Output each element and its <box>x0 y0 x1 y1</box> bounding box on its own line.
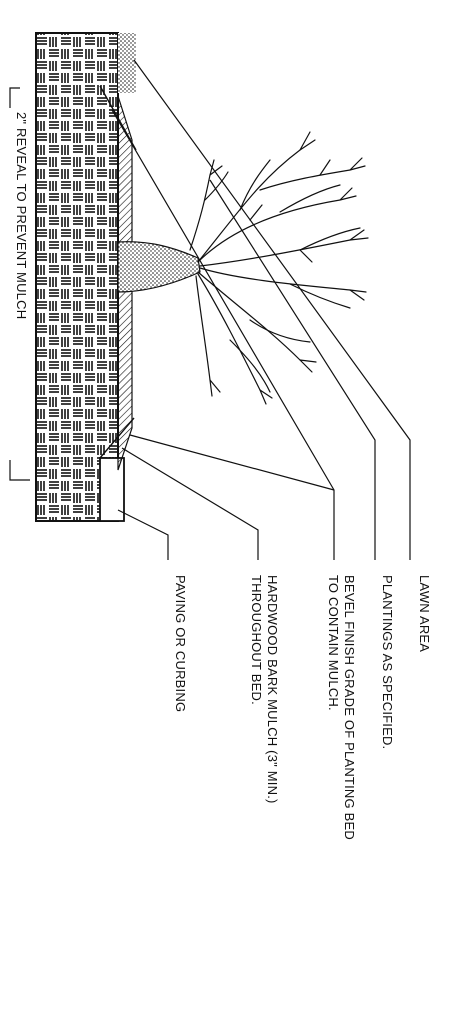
shrub-branches <box>189 131 369 405</box>
reveal-bracket-top <box>9 87 20 108</box>
leader-plantings <box>209 179 376 560</box>
callout-paving: PAVING OR CURBING <box>173 575 188 712</box>
callout-bevel-line2: TO CONTAIN MULCH. <box>326 575 341 711</box>
lawn-area-edge <box>118 33 136 93</box>
callout-bevel-line1: BEVEL FINISH GRADE OF PLANTING BED <box>342 575 357 840</box>
leader-lawn-area <box>133 59 411 560</box>
reveal-bracket-bottom <box>9 460 30 481</box>
callout-labels: LAWN AREA PLANTINGS AS SPECIFIED. BEVEL … <box>14 112 432 840</box>
paving-curbing-block <box>99 457 125 522</box>
leader-paving <box>117 509 169 560</box>
leader-bevel-bottom <box>129 434 335 491</box>
soil-section <box>35 32 119 522</box>
callout-lawn-area: LAWN AREA <box>417 575 432 652</box>
reveal-note: 2" REVEAL TO PREVENT MULCH <box>14 112 29 319</box>
callout-plantings: PLANTINGS AS SPECIFIED. <box>380 575 395 749</box>
shrub-trunk <box>117 241 201 293</box>
leader-mulch <box>121 447 259 560</box>
leader-lines <box>9 59 411 560</box>
leader-bevel-top <box>111 109 335 560</box>
callout-mulch-line1: HARDWOOD BARK MULCH (3" MIN.) <box>265 575 280 804</box>
callout-mulch-line2: THROUGHOUT BED. <box>249 575 264 705</box>
